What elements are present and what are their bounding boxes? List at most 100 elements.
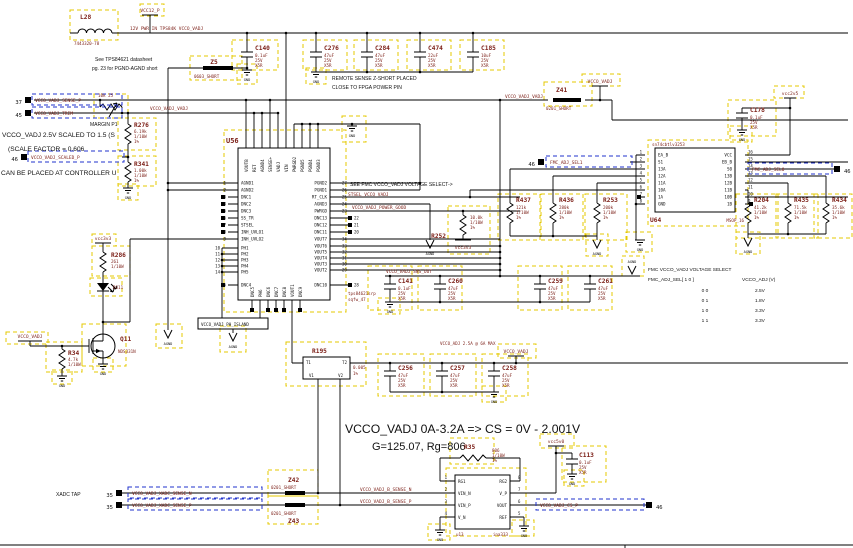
r253-ref[interactable]: R253 (603, 197, 618, 204)
net-12v-pwr-in[interactable]: 12V PWR IN TPS84K VCCO_VADJ (130, 26, 203, 32)
flag-46[interactable]: 46 (11, 157, 18, 163)
u64-lpn: 8 (640, 199, 643, 204)
flag-46-sel1[interactable]: 46 (528, 162, 535, 168)
u56-rp: DNC11 (314, 230, 327, 235)
c258-ref[interactable]: C258 (502, 365, 517, 372)
r436-ref[interactable]: R436 (559, 197, 574, 204)
r204-ref[interactable]: R204 (754, 197, 769, 204)
u56-rpn: 25 (342, 195, 347, 200)
c178-ref[interactable]: C178 (750, 107, 765, 114)
u56-tp: VADJ (276, 162, 281, 172)
z41-ref[interactable]: Z41 (556, 87, 567, 94)
c140-ref[interactable]: C140 (255, 45, 270, 52)
table-header-v: VCCO_ADJ (V) (742, 277, 776, 283)
r276-ref[interactable]: R276 (134, 122, 149, 129)
flag-37[interactable]: 37 (15, 100, 22, 106)
u64-body[interactable] (654, 147, 736, 213)
net-vadj-2[interactable]: VCCO_VADJ_VADJ (505, 94, 543, 100)
c256-v2: 25V (398, 378, 406, 383)
wires-u56 (103, 100, 520, 364)
net-xadc-sense-n[interactable]: VCCO_VADJ_XADC_SENSE_N (132, 491, 192, 497)
r286-ref[interactable]: R286 (111, 252, 126, 259)
u56-body[interactable] (237, 147, 331, 301)
u13-ref[interactable]: u13 (456, 532, 464, 537)
net-vadj-1[interactable]: VCCO_VADJ_VADJ (150, 106, 188, 112)
u56-ref[interactable]: U56 (226, 137, 239, 145)
r34-v2: 1/10W (68, 362, 81, 367)
r436-v1: 280k (559, 205, 570, 210)
u56-rp: VOUT6 (314, 244, 327, 249)
net-fmc-adj-sel1[interactable]: FMC_ADJ_SEL1 (550, 160, 583, 166)
u64-lp: S1 (658, 160, 664, 165)
led-ref[interactable]: DS11 (113, 285, 124, 290)
net-cs-p[interactable]: VCCO_VADJ_CS_P (540, 503, 578, 509)
u56-tp: AGND4 (260, 159, 265, 172)
c185-ref[interactable]: C185 (481, 45, 496, 52)
inductor-l28[interactable] (77, 28, 113, 34)
c276-ref[interactable]: C276 (324, 45, 339, 52)
net-scaled-p[interactable]: VCCO_VADJ_SCALED_P (31, 155, 80, 161)
net-b-sense-p[interactable]: VCCO_VADJ_B_SENSE_P (360, 499, 412, 505)
z5-ref[interactable]: Z5 (210, 59, 218, 66)
c261-v2: 25V (598, 291, 606, 296)
r34-ref[interactable]: R34 (68, 350, 79, 357)
r434-ref[interactable]: R434 (832, 197, 847, 204)
capacitor-symbols[interactable] (241, 51, 748, 465)
r252-ref[interactable]: R252 (431, 233, 446, 240)
u56-bp: PH6 (258, 289, 263, 297)
u64-ref[interactable]: U64 (650, 217, 661, 224)
power-bar-symbols (18, 14, 796, 447)
note-cs-equation: VCCO_VADJ 0A-3.2A => CS = 0V - 2.001V (345, 422, 581, 436)
net-trim[interactable]: VCCO_VADJ_TRIM (35, 111, 73, 117)
q11-ref[interactable]: Q11 (120, 336, 131, 343)
flag-46-sel0[interactable]: 46 (844, 169, 851, 175)
net-sns-out[interactable]: VCCO_VADJ_SNS_OUT (386, 269, 432, 275)
resistor-symbols[interactable] (58, 103, 830, 462)
mosfet-q11[interactable] (90, 333, 116, 359)
c276-v2: 25V (324, 58, 332, 63)
c284-ref[interactable]: C284 (375, 45, 390, 52)
led-bar-arrows (97, 283, 118, 293)
u56-rp: VOUT2 (314, 268, 327, 273)
flag-35[interactable]: 35 (106, 493, 113, 499)
net-power-good[interactable]: VCCO_VADJ_POWER_GOOD (352, 205, 406, 211)
net-b-sense-n[interactable]: VCCO_VADJ_B_SENSE_N (360, 487, 412, 493)
r435-ref[interactable]: R435 (794, 197, 809, 204)
c474-ref[interactable]: C474 (428, 45, 443, 52)
net-fmc-adj-sel0[interactable]: FMC_ADJ_SEL0 (752, 167, 785, 173)
c113-ref[interactable]: C113 (579, 452, 594, 459)
u56-lp: AGND1 (241, 181, 254, 186)
u56-lpn: 3 (224, 195, 227, 200)
net-stsel[interactable]: STSEL_VCCO_VADJ (348, 192, 389, 198)
r341-ref[interactable]: R341 (134, 161, 149, 168)
z42-ref[interactable]: Z42 (288, 477, 299, 484)
net-label-boxes[interactable] (27, 93, 833, 511)
c256-ref[interactable]: C256 (398, 365, 413, 372)
u13-body[interactable] (454, 474, 511, 530)
r437-ref[interactable]: R437 (516, 197, 531, 204)
c257-ref[interactable]: C257 (450, 365, 465, 372)
c260-ref[interactable]: C260 (448, 278, 463, 285)
flag-35[interactable]: 35 (106, 505, 113, 511)
r195-ref[interactable]: R195 (312, 348, 327, 355)
net-sense-p[interactable]: VCCO_VADJ_SENSE_P (35, 98, 81, 104)
c259-v2: 25V (548, 291, 556, 296)
c178-v2: 25V (750, 120, 758, 125)
c259-ref[interactable]: C259 (548, 278, 563, 285)
flag-45[interactable]: 45 (15, 113, 22, 119)
l28-ref[interactable]: L28 (80, 14, 91, 21)
flag-46-csp[interactable]: 46 (656, 505, 663, 511)
led-ds11[interactable] (97, 283, 109, 291)
c261-ref[interactable]: C261 (598, 278, 613, 285)
net-xadc-sense-p[interactable]: VCCO_VADJ_XADC_SENSE_P (132, 503, 192, 509)
c141-v2: 25V (398, 291, 406, 296)
agnd-label: AGND (426, 252, 435, 256)
u64-rpn: 9 (748, 199, 751, 204)
c141-ref[interactable]: C141 (398, 278, 413, 285)
shunt-r195-body[interactable] (302, 356, 351, 380)
r35-ref[interactable]: R35 (464, 444, 475, 451)
z43-part: 0201_SHORT (271, 511, 297, 516)
u64-rpn: 12 (748, 178, 753, 183)
gnd-label: GND (739, 138, 746, 142)
z43-ref[interactable]: Z43 (288, 518, 299, 525)
